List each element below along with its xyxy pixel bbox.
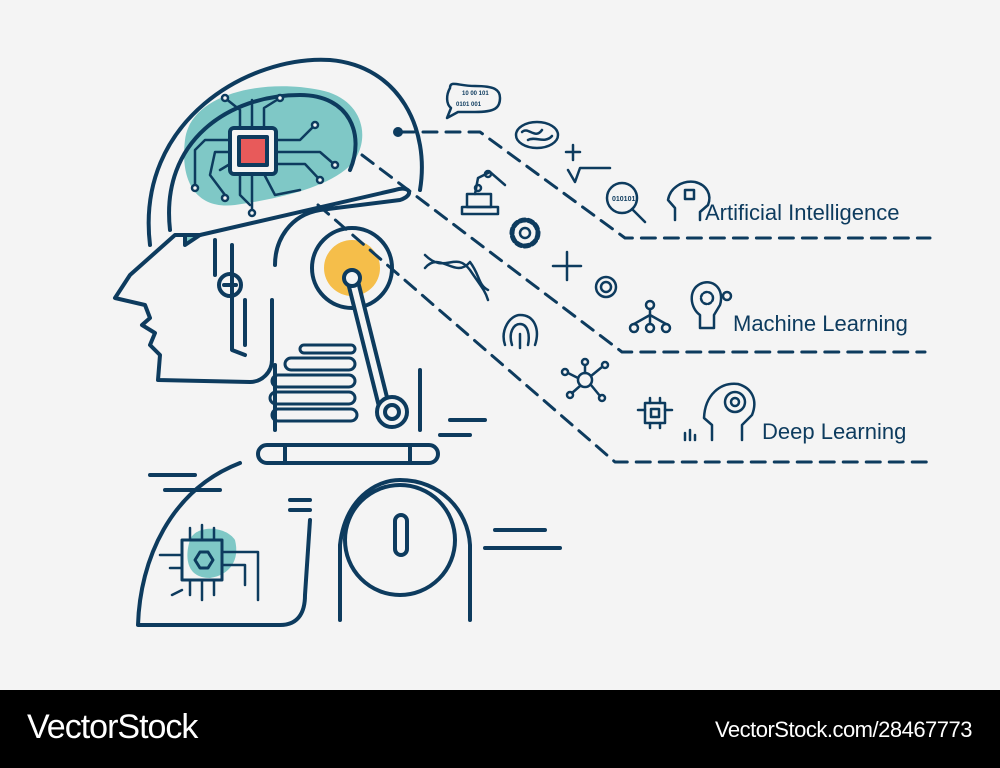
molecule-network-icon: [560, 357, 610, 403]
gear-icon: [509, 217, 541, 249]
robot-head-illustration: 10 00 101 0101 001 010101: [113, 57, 932, 627]
fingerprint-icon: [502, 313, 539, 350]
svg-text:0101 001: 0101 001: [456, 102, 482, 108]
dashed-guide-lines: [316, 130, 932, 464]
ai-head-icon: [666, 180, 711, 222]
bar-chart-icon: [683, 428, 697, 442]
network-tree-icon: [628, 299, 672, 334]
deep-learning-head-icon: [702, 382, 756, 442]
brand-logo: VectorStock: [27, 708, 198, 746]
label-deep-learning: Deep Learning: [762, 419, 907, 444]
brain-icon: [514, 120, 560, 150]
svg-text:010101: 010101: [612, 196, 635, 203]
svg-text:10 00 101: 10 00 101: [462, 91, 489, 97]
head-outline: [146, 57, 424, 247]
square-root-icon: [566, 166, 612, 184]
face-profile: [113, 233, 274, 384]
chip-icon: [636, 396, 674, 430]
robot-arm-icon: [460, 169, 507, 216]
plus-icon-2: [551, 250, 583, 282]
magnifier-binary-icon: 010101: [605, 181, 647, 224]
plus-icon: [564, 143, 582, 162]
footer-bar: VectorStock VectorStock.com/28467773: [0, 690, 1000, 768]
dna-icon: [423, 253, 490, 302]
speech-bubble-icon: 10 00 101 0101 001: [445, 82, 502, 120]
lightbulb-gears-icon: [690, 281, 733, 330]
label-machine-learning: Machine Learning: [733, 311, 908, 336]
label-artificial-intelligence: Artificial Intelligence: [705, 200, 900, 225]
spiral-icon: [594, 275, 618, 299]
brand-url: VectorStock.com/28467773: [714, 717, 973, 742]
